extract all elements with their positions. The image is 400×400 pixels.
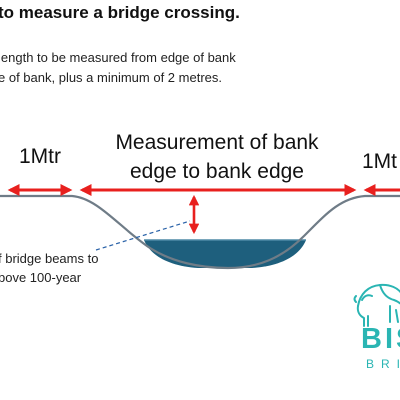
brand-name: BIS [361,323,400,355]
clearance-note-line-1: f bridge beams to [0,251,99,266]
clearance-note-line-2: bove 100-year [0,270,82,285]
left-1m-label: 1Mtr [19,145,61,168]
bank-to-bank-label: Measurement of bank edge to bank edge [82,128,352,186]
bison-icon [353,283,400,327]
bank-to-bank-label-line-2: edge to bank edge [130,160,304,183]
description-line-1: length to be measured from edge of bank [0,50,236,65]
bank-to-bank-label-line-1: Measurement of bank [115,131,319,154]
description-line-2: e of bank, plus a minimum of 2 metres. [0,70,222,85]
brand-subtitle: BRI [366,357,400,371]
page-title: to measure a bridge crossing. [0,3,240,22]
bank-profile [0,194,400,270]
leader-line [95,220,191,251]
right-1m-label: 1Mt [362,150,398,173]
